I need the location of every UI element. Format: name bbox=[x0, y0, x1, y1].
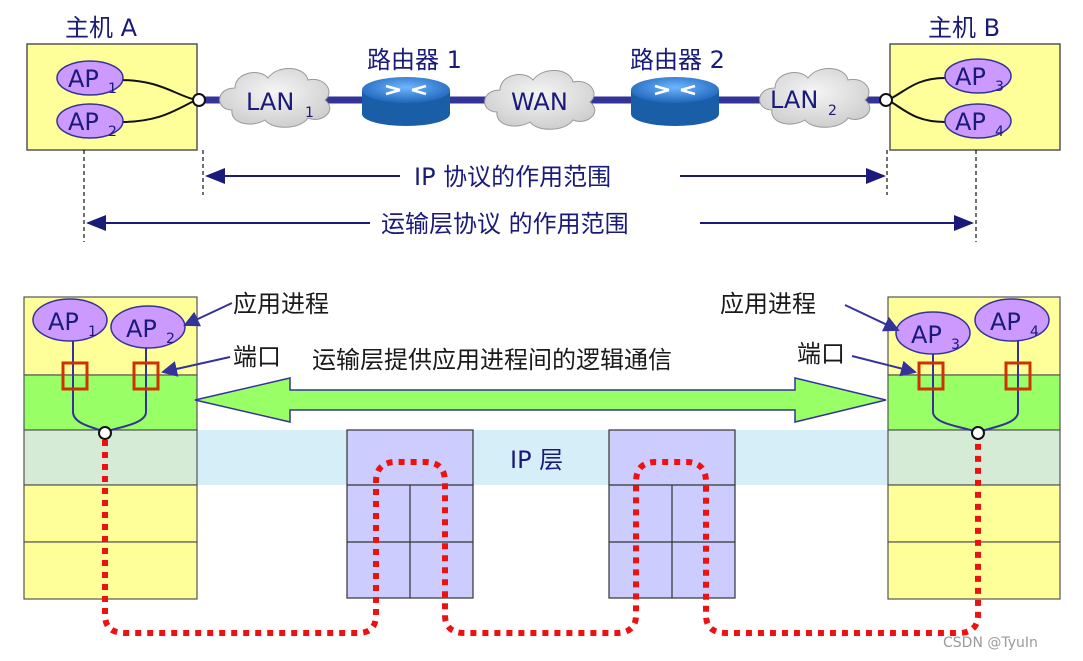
router2-icon bbox=[631, 77, 719, 126]
svg-text:AP: AP bbox=[955, 63, 986, 91]
wan-cloud-icon bbox=[484, 70, 596, 130]
svg-text:2: 2 bbox=[108, 124, 117, 140]
host-a-label: 主机 A bbox=[65, 14, 138, 42]
transport-scope-label: 运输层协议 的作用范围 bbox=[381, 210, 629, 238]
lan2-cloud-icon bbox=[759, 68, 871, 128]
ap4-top: AP 4 bbox=[944, 103, 1012, 140]
lan2-sub: 2 bbox=[828, 103, 837, 119]
port-label-right: 端口 bbox=[797, 340, 845, 368]
ip-layer-band bbox=[197, 430, 890, 485]
ap1-top: AP 1 bbox=[56, 60, 124, 97]
ap2-bottom: AP 2 bbox=[110, 305, 186, 349]
svg-text:4: 4 bbox=[1030, 324, 1039, 340]
ap1-bottom: AP 1 bbox=[32, 298, 108, 342]
port-box-ap1 bbox=[61, 361, 89, 391]
ap1-link bbox=[119, 79, 197, 101]
svg-text:AP: AP bbox=[68, 108, 99, 136]
svg-text:AP: AP bbox=[48, 308, 79, 336]
lan2-label: LAN bbox=[770, 86, 818, 114]
svg-text:2: 2 bbox=[166, 331, 175, 347]
host-a-port-icon bbox=[192, 93, 206, 107]
host-b-label: 主机 B bbox=[928, 14, 1000, 42]
lan1-label: LAN bbox=[246, 88, 294, 116]
wan-label: WAN bbox=[511, 88, 568, 116]
ap3-bottom: AP 3 bbox=[895, 311, 971, 355]
router1-stack bbox=[346, 429, 474, 599]
svg-text:3: 3 bbox=[951, 337, 960, 353]
app-process-label-left: 应用进程 bbox=[233, 290, 329, 318]
ap2-link bbox=[119, 99, 197, 123]
lan1-cloud-icon bbox=[219, 68, 331, 128]
port-label-left: 端口 bbox=[233, 343, 281, 371]
svg-text:AP: AP bbox=[990, 308, 1021, 336]
svg-text:3: 3 bbox=[995, 79, 1004, 95]
port-box-ap2 bbox=[132, 361, 160, 391]
router1-icon bbox=[362, 77, 450, 126]
port-box-ap4 bbox=[1004, 361, 1032, 391]
host-a-ip-port-icon bbox=[98, 426, 112, 440]
ap4-bottom: AP 4 bbox=[974, 298, 1050, 342]
watermark: CSDN @TyuIn bbox=[943, 635, 1038, 651]
port-box-ap3 bbox=[917, 361, 945, 391]
host-b-port-icon bbox=[879, 93, 893, 107]
data-path bbox=[102, 440, 981, 636]
ip-scope-label: IP 协议的作用范围 bbox=[414, 163, 611, 191]
ap2-top: AP 2 bbox=[56, 103, 124, 140]
lan1-sub: 1 bbox=[305, 105, 314, 121]
router1-label: 路由器 1 bbox=[367, 46, 462, 74]
svg-text:AP: AP bbox=[955, 108, 986, 136]
ap3-top: AP 3 bbox=[944, 58, 1012, 95]
router2-label: 路由器 2 bbox=[630, 46, 725, 74]
host-b-ip-port-icon bbox=[971, 426, 985, 440]
logical-comm-arrow bbox=[194, 377, 887, 423]
logical-comm-label: 运输层提供应用进程间的逻辑通信 bbox=[312, 346, 672, 374]
ip-layer-label: IP 层 bbox=[510, 446, 563, 474]
router2-stack bbox=[608, 429, 736, 599]
svg-text:AP: AP bbox=[126, 315, 157, 343]
ap4-link bbox=[887, 99, 946, 123]
app-process-label-right: 应用进程 bbox=[720, 290, 816, 318]
svg-text:4: 4 bbox=[995, 124, 1004, 140]
svg-text:1: 1 bbox=[108, 81, 117, 97]
svg-text:AP: AP bbox=[68, 65, 99, 93]
svg-text:1: 1 bbox=[88, 324, 97, 340]
svg-text:AP: AP bbox=[911, 321, 942, 349]
